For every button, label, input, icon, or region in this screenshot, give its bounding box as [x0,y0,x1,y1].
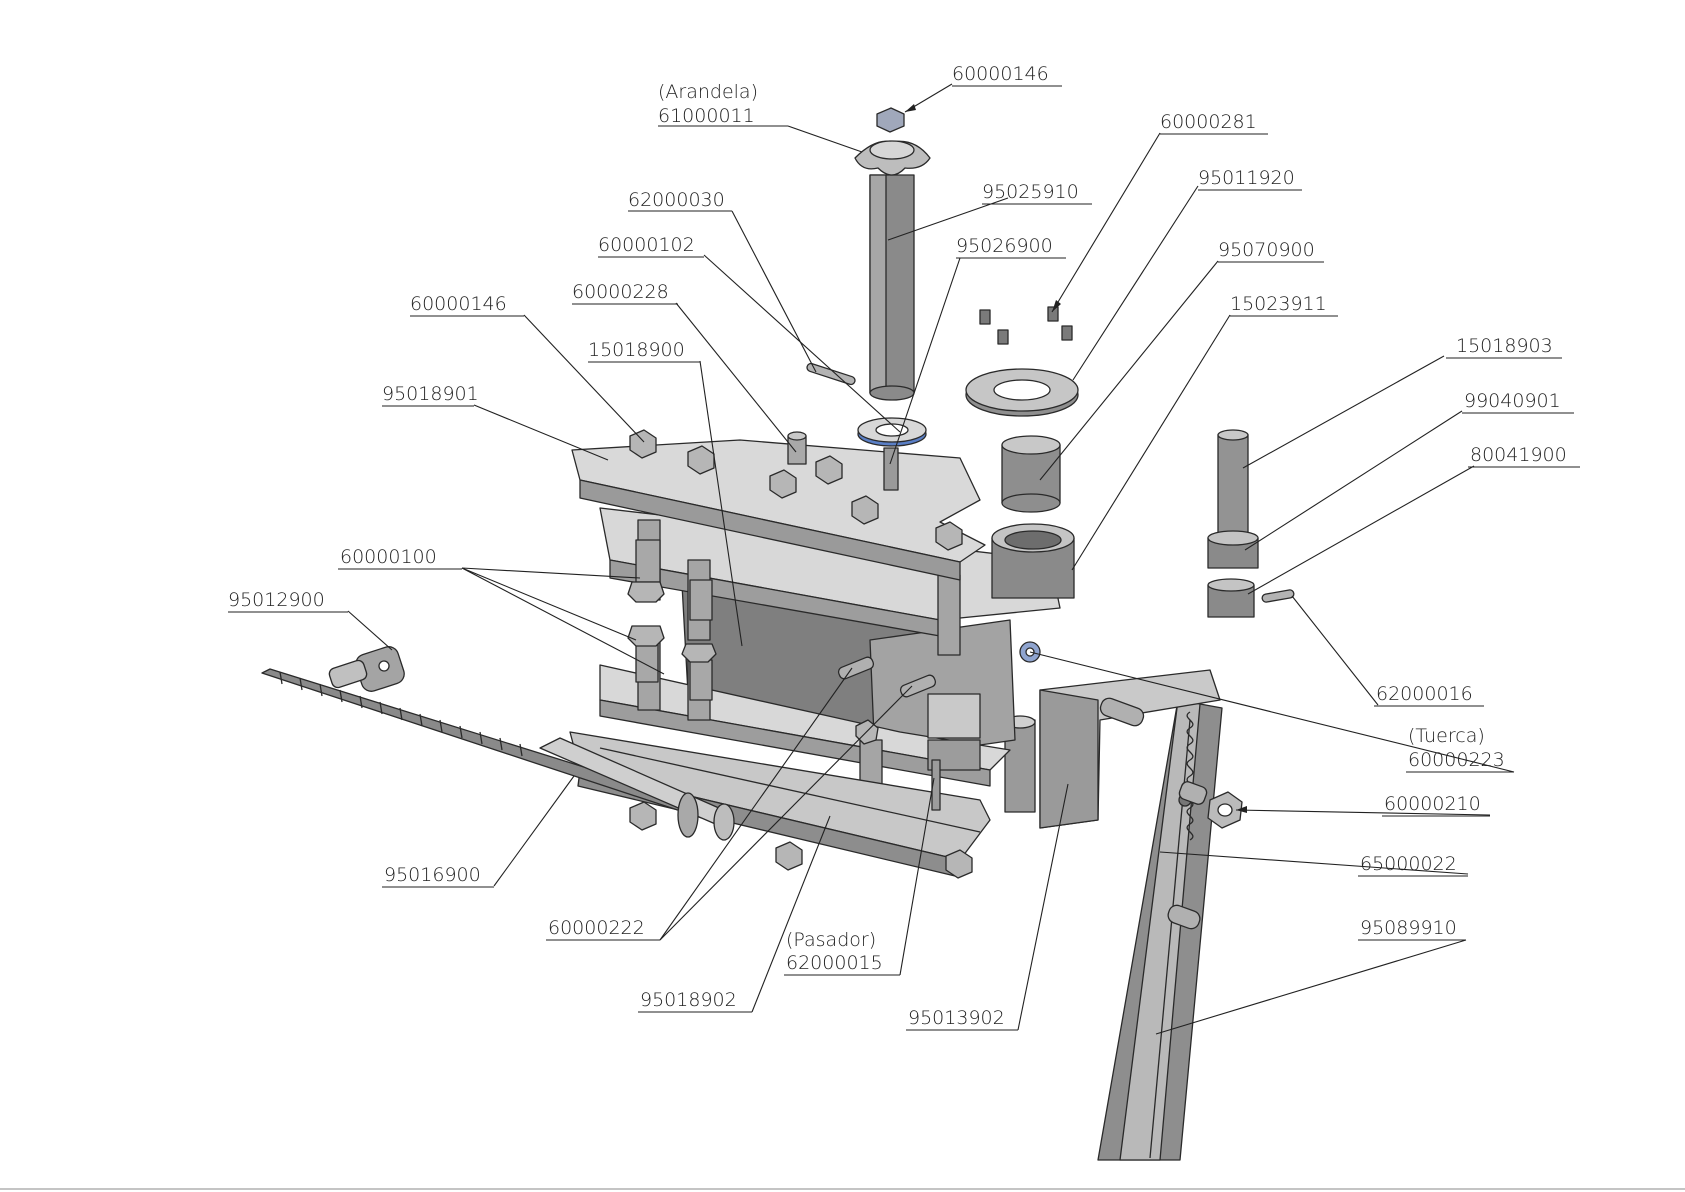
callout-99040901: 99040901 [1464,390,1561,412]
callout-95026900: 95026900 [956,235,1053,257]
callout-60000223: 60000223 [1408,749,1505,771]
callout-80041900: 80041900 [1470,444,1567,466]
callout-15018900: 15018900 [588,339,685,361]
callout-61000011: 61000011 [658,105,755,127]
callout-60000281: 60000281 [1160,111,1257,133]
coupling-95012900 [328,644,407,694]
callout-95012900: 95012900 [228,589,325,611]
callout-60000146-top: 60000146 [952,63,1049,85]
callout-95018901: 95018901 [382,383,479,405]
shaft-95025910 [870,175,914,400]
pin-15018903 [1218,430,1248,545]
flange-95011920 [966,369,1078,416]
pin-95026900 [884,448,898,490]
callout-95025910: 95025910 [982,181,1079,203]
callout-95013902: 95013902 [908,1007,1005,1029]
knob-61000011 [855,141,930,175]
callout-62000030: 62000030 [628,189,725,211]
sleeve-99040901 [1208,531,1258,568]
callout-95011920: 95011920 [1198,167,1295,189]
pin-62000030 [806,362,856,385]
washer-60000102 [858,418,926,446]
callout-tuerca-note: (Tuerca) [1408,725,1485,747]
callout-60000102: 60000102 [598,234,695,256]
callout-95018902: 95018902 [640,989,737,1011]
callout-arandela-note: (Arandela) [658,81,758,103]
sleeve-15023911 [992,524,1074,598]
callout-60000222: 60000222 [548,917,645,939]
callout-95016900: 95016900 [384,864,481,886]
callout-60000100: 60000100 [340,546,437,568]
assembly-parts [262,108,1294,1160]
bushing-95070900 [1002,436,1060,512]
callout-60000146-left: 60000146 [410,293,507,315]
callout-62000016: 62000016 [1376,683,1473,705]
callout-95089910: 95089910 [1360,917,1457,939]
callout-95070900: 95070900 [1218,239,1315,261]
arm-bar-95089910 [1098,700,1222,1160]
yoke-pin-62000015 [928,694,980,810]
callout-60000228: 60000228 [572,281,669,303]
collar-80041900 [1208,579,1254,617]
pin-62000016 [1262,589,1295,602]
nut-top-60000146 [877,108,904,132]
callout-15018903: 15018903 [1456,335,1553,357]
set-screws-60000281 [980,307,1072,344]
callout-pasador-note: (Pasador) [786,929,876,951]
callout-60000210: 60000210 [1384,793,1481,815]
callout-65000022: 65000022 [1360,853,1457,875]
callout-15023911: 15023911 [1230,293,1327,315]
stud-60000228 [788,432,806,464]
callout-62000015: 62000015 [786,952,883,974]
